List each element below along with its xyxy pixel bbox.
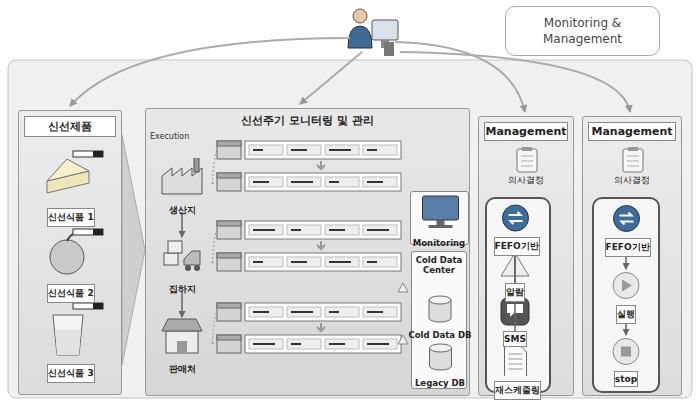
icon	[27, 301, 115, 359]
icon	[489, 202, 542, 232]
database: Legacy DB	[412, 342, 469, 384]
user-figure	[348, 9, 398, 56]
node-title: 생산지	[169, 204, 196, 217]
site-node: 집하지	[153, 237, 211, 291]
action-item: SMS	[490, 296, 540, 338]
action-item: 재스케줄링	[489, 344, 542, 389]
icon	[27, 147, 115, 203]
node-title: 알람	[505, 283, 525, 302]
connector	[514, 244, 516, 296]
node-title: FEFO기반	[605, 238, 651, 257]
connector	[181, 212, 183, 237]
node-title: Cold Data DB	[408, 330, 471, 340]
node-title: 신선주기 모니터링 및 관리	[146, 113, 469, 128]
food-item: 신선식품 3	[27, 301, 115, 375]
site-node: 판매처	[153, 317, 211, 371]
action-item: stop	[601, 335, 651, 379]
node-title: Management	[484, 122, 568, 141]
connector	[181, 291, 183, 317]
action-item: 알람	[490, 250, 540, 290]
data-center: Cold Data CenterCold Data DBLegacy DB	[411, 251, 467, 389]
action-item: FEFO기반	[489, 202, 542, 244]
icon	[405, 294, 475, 323]
connector	[625, 313, 627, 335]
product-panel: 신선제품신선식품 1신선식품 2신선식품 3	[18, 110, 122, 395]
icon	[153, 317, 211, 357]
node-title: 판매처	[169, 363, 196, 376]
management-panel: Management 의사결정 FEFO기반실행 stop	[582, 116, 682, 396]
node-title: 재스케줄링	[494, 381, 541, 400]
stage-label: Execution	[150, 132, 189, 141]
icon	[411, 192, 470, 231]
node-title: SMS	[503, 331, 527, 347]
connector	[514, 244, 516, 344]
node-title: 집하지	[169, 283, 196, 296]
action-item: 실행	[601, 269, 651, 313]
management-panel: Management의사결정FEFO기반알람SMS재스케줄링	[478, 116, 574, 396]
monitor-box: Monitoring	[410, 191, 469, 245]
icon	[601, 269, 651, 300]
database: Cold Data DB	[405, 294, 475, 336]
node-title: 신선식품 1	[47, 208, 94, 227]
node-title: 신선식품 2	[47, 284, 94, 303]
node-text: 의사결정	[479, 174, 573, 187]
icon	[601, 335, 651, 366]
node-title: 실행	[616, 305, 636, 324]
node-title: FEFO기반	[494, 237, 540, 256]
node-title: Legacy DB	[415, 378, 465, 388]
node-text: 의사결정	[583, 174, 681, 187]
title-box: Monitoring & Management	[505, 6, 660, 56]
action-item: FEFO기반	[600, 202, 653, 246]
site-node: 생산지	[153, 158, 211, 212]
icon	[153, 237, 211, 277]
icon	[600, 202, 653, 233]
icon	[583, 147, 683, 173]
node-title: 신선식품 3	[47, 364, 94, 383]
node-title: 신선제품	[24, 116, 116, 137]
node-title: Monitoring & Management	[533, 15, 633, 47]
icon	[479, 147, 575, 173]
node-title: Cold Data Center	[412, 255, 466, 275]
monitor-panel: 신선주기 모니터링 및 관리생산지집하지판매처 MonitoringCold Da…	[145, 108, 470, 396]
food-item: 신선식품 2	[27, 225, 115, 295]
icon	[489, 344, 542, 376]
icon	[412, 342, 469, 371]
icon	[27, 225, 115, 279]
food-item: 신선식품 1	[27, 147, 115, 219]
node-title: Monitoring	[413, 238, 465, 248]
node-title: Management	[588, 122, 676, 141]
node-title: stop	[614, 371, 638, 387]
connector	[625, 246, 627, 269]
icon	[153, 158, 211, 198]
connector	[514, 244, 516, 250]
